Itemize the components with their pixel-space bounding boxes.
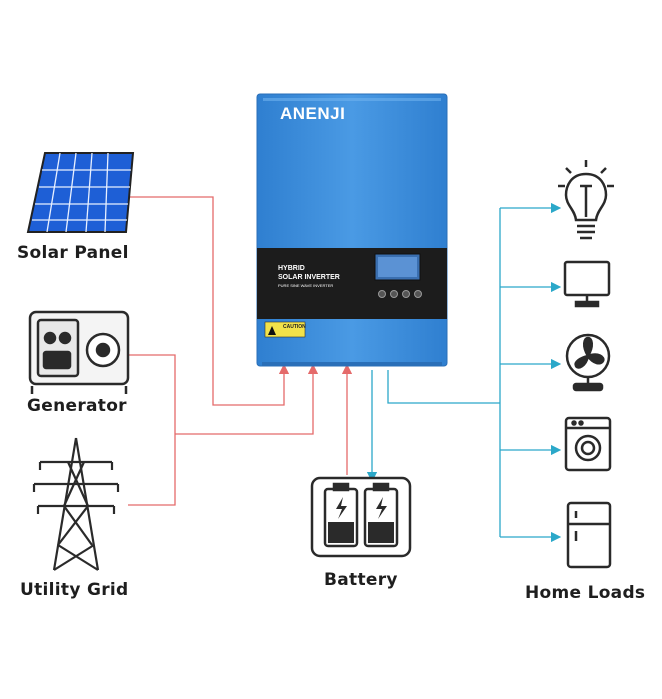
home-loads-label: Home Loads [525, 583, 646, 603]
inverter-model-text: SOLAR INVERTER [278, 274, 340, 281]
panel-button [414, 290, 422, 298]
panel-button [378, 290, 386, 298]
generator-label: Generator [27, 396, 127, 416]
refrigerator-icon [566, 501, 612, 569]
panel-button [390, 290, 398, 298]
solar-panel-label: Solar Panel [17, 243, 129, 263]
generator-line [175, 363, 319, 435]
inverter-subtitle-text: PURE SINE WAVE INVERTER [278, 283, 334, 288]
washing-machine-icon [564, 416, 612, 472]
fan-icon [565, 333, 611, 392]
battery-label: Battery [324, 570, 398, 590]
output-lines [366, 202, 562, 543]
monitor-icon [563, 260, 611, 308]
light-bulb-icon [558, 160, 614, 240]
inverter-hybrid-text: HYBRID [278, 265, 305, 272]
generator-grid-bus [128, 354, 176, 506]
utility-grid-label: Utility Grid [20, 580, 129, 600]
inverter-unit [256, 93, 448, 367]
generator-icon [28, 310, 130, 394]
caution-text: CAUTION [283, 324, 306, 330]
utility-grid-icon [32, 437, 120, 571]
inverter-brand-logo: ANENJI [280, 104, 346, 123]
battery-icon [310, 476, 412, 558]
load-feed-line [387, 370, 500, 404]
solar-line [130, 196, 290, 406]
input-lines [128, 196, 353, 506]
panel-button [402, 290, 410, 298]
solar-panel-icon [26, 152, 135, 233]
